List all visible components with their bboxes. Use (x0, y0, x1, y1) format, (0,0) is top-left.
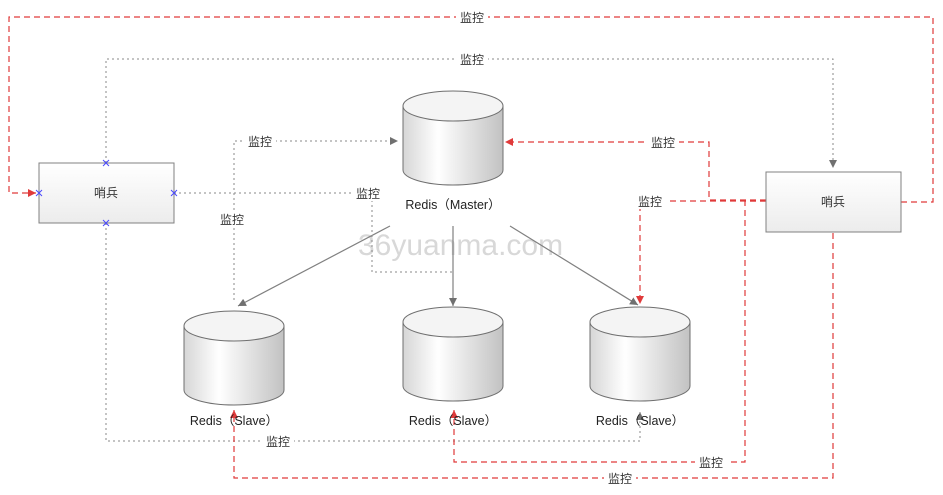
edge-right-sentinel-to-master (505, 138, 766, 201)
edge-label-right-to-slave2: 监控 (699, 456, 723, 470)
redis-slave-3: Redis（Slave） (589, 306, 691, 428)
redis-master-label: Redis（Master） (405, 198, 500, 212)
edge-label-left-to-master: 监控 (248, 135, 272, 149)
sentinel-left: 哨兵 (35, 159, 178, 227)
edge-label-left-to-slave1: 监控 (220, 213, 244, 227)
edge-right-sentinel-to-left-sentinel (8, 16, 934, 203)
redis-slave-2: Redis（Slave） (402, 306, 504, 428)
edge-left-sentinel-bottom (105, 223, 644, 442)
edge-label-right-to-slave1: 监控 (608, 472, 632, 486)
edge-label-right-to-slave3: 监控 (638, 195, 662, 209)
redis-slave-2-label: Redis（Slave） (409, 414, 497, 428)
edge-left-sentinel-to-slave-2 (174, 192, 452, 273)
edge-label-top-gray: 监控 (460, 53, 484, 67)
edge-label-left-to-slave2: 监控 (356, 187, 380, 201)
redis-master: Redis（Master） (402, 90, 504, 212)
edge-right-sentinel-to-slave-1 (230, 233, 834, 479)
edge-right-sentinel-to-slave-2 (450, 200, 766, 463)
sentinel-right: 哨兵 (765, 171, 902, 233)
edge-label-top-red: 监控 (460, 11, 484, 25)
replication-arrow-slave-1 (237, 225, 391, 307)
watermark-text: 36yuanma.com (358, 229, 563, 262)
sentinel-right-label: 哨兵 (821, 194, 845, 209)
edge-label-right-to-master: 监控 (651, 136, 675, 150)
sentinel-left-label: 哨兵 (94, 185, 118, 200)
edge-left-sentinel-to-right-sentinel (105, 58, 837, 168)
edge-right-sentinel-to-slave-3 (636, 200, 766, 304)
redis-slave-1-label: Redis（Slave） (190, 414, 278, 428)
redis-slave-1: Redis（Slave） (183, 310, 285, 428)
replication-arrow-slave-3 (509, 225, 639, 306)
edge-left-sentinel-to-master (233, 137, 398, 300)
redis-slave-3-label: Redis（Slave） (596, 414, 684, 428)
edge-label-left-bottom-gray: 监控 (266, 435, 290, 449)
